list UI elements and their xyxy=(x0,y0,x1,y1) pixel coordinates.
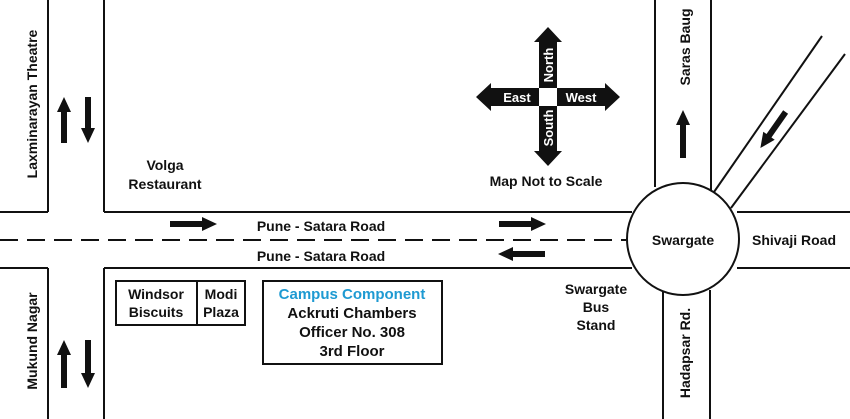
landmark-bus-stand-line1: Swargate xyxy=(565,281,627,297)
map-scale-note: Map Not to Scale xyxy=(490,173,603,189)
compass-arrow-west-icon xyxy=(476,83,539,111)
destination-box xyxy=(262,280,443,365)
arrow-down-icon xyxy=(81,340,95,388)
compass-arrow-east-icon xyxy=(557,83,620,111)
arrow-right-icon xyxy=(170,217,217,231)
landmark-bus-stand-line3: Stand xyxy=(577,317,616,333)
arrow-down-icon xyxy=(81,97,95,143)
compass-west-label: West xyxy=(566,90,597,105)
compass-arrow-south-icon xyxy=(534,106,562,166)
road-label-hadapsar-rd: Hadapsar Rd. xyxy=(677,308,693,398)
road-label-mukund-nagar: Mukund Nagar xyxy=(24,292,40,390)
landmark-volga-line1: Volga xyxy=(146,157,183,173)
destination-line2: Officer No. 308 xyxy=(299,324,405,341)
road-label-pune-satara-lower: Pune - Satara Road xyxy=(257,248,385,264)
arrow-up-icon xyxy=(57,97,71,143)
landmark-volga-line2: Restaurant xyxy=(128,176,201,192)
compass: North South East West xyxy=(476,27,620,166)
road-label-shivaji-road: Shivaji Road xyxy=(752,232,836,248)
modi-label-line1: Modi xyxy=(205,286,238,302)
landmark-bus-stand-line2: Bus xyxy=(583,299,610,315)
arrow-diagonal-icon xyxy=(760,110,789,149)
arrow-up-icon xyxy=(57,340,71,388)
building-modi-plaza xyxy=(196,280,246,326)
arrow-right-icon xyxy=(499,217,546,231)
arrow-left-icon xyxy=(498,247,545,261)
compass-south-label: South xyxy=(541,110,556,147)
road-label-laxminarayan-theatre: Laxminarayan Theatre xyxy=(24,29,40,178)
destination-title: Campus Component xyxy=(279,286,426,303)
traffic-arrows xyxy=(57,97,789,388)
road-label-pune-satara-upper: Pune - Satara Road xyxy=(257,218,385,234)
road-label-saras-baug: Saras Baug xyxy=(677,8,693,85)
windsor-label-line2: Biscuits xyxy=(129,304,184,320)
landmark-swargate: Swargate xyxy=(652,232,714,248)
windsor-label-line1: Windsor xyxy=(128,286,184,302)
destination-line1: Ackruti Chambers xyxy=(287,305,416,322)
arrow-up-icon xyxy=(676,110,690,158)
modi-label-line2: Plaza xyxy=(203,304,239,320)
compass-arrow-north-icon xyxy=(534,27,562,88)
compass-north-label: North xyxy=(541,48,556,83)
compass-center xyxy=(539,88,557,106)
compass-east-label: East xyxy=(503,90,531,105)
diagonal-road-edge-left xyxy=(713,35,823,193)
swargate-roundabout xyxy=(626,182,740,296)
diagonal-road-edge-right xyxy=(730,53,846,209)
destination-line3: 3rd Floor xyxy=(319,343,384,360)
